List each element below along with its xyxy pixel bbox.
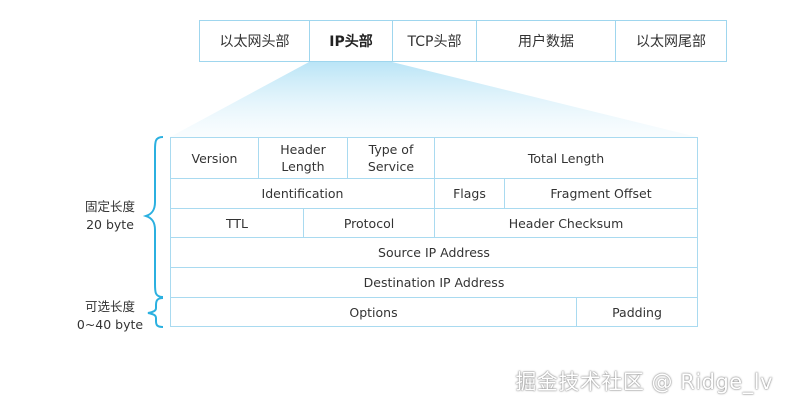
field-identification: Identification xyxy=(170,178,435,209)
segment-ip-header: IP头部 xyxy=(309,20,393,62)
fixed-length-brace xyxy=(142,136,164,298)
field-ttl: TTL xyxy=(170,208,304,238)
optional-length-brace xyxy=(147,297,164,328)
fixed-length-label: 固定长度 20 byte xyxy=(72,198,148,234)
field-header-length: Header Length xyxy=(258,137,348,179)
segment-ethernet-header: 以太网头部 xyxy=(199,20,310,62)
field-total-length: Total Length xyxy=(434,137,698,179)
field-destination-ip: Destination IP Address xyxy=(170,267,698,298)
field-options: Options xyxy=(170,297,577,327)
segment-ethernet-trailer: 以太网尾部 xyxy=(615,20,727,62)
segment-tcp-header: TCP头部 xyxy=(392,20,477,62)
field-flags: Flags xyxy=(434,178,505,209)
field-protocol: Protocol xyxy=(303,208,435,238)
zoom-fan xyxy=(170,62,697,137)
optional-length-label: 可选长度 0~40 byte xyxy=(72,298,148,334)
optional-size-text: 0~40 byte xyxy=(76,317,144,332)
segment-user-data: 用户数据 xyxy=(476,20,616,62)
fixed-length-text: 固定长度 xyxy=(84,199,135,214)
optional-length-text: 可选长度 xyxy=(84,299,135,314)
watermark: 掘金技术社区 @ Ridge_lv xyxy=(515,370,773,394)
field-padding: Padding xyxy=(576,297,698,327)
field-version: Version xyxy=(170,137,259,179)
field-fragment-offset: Fragment Offset xyxy=(504,178,698,209)
field-type-of-service: Type of Service xyxy=(347,137,435,179)
field-source-ip: Source IP Address xyxy=(170,237,698,268)
fixed-size-text: 20 byte xyxy=(86,217,134,232)
field-header-checksum: Header Checksum xyxy=(434,208,698,238)
